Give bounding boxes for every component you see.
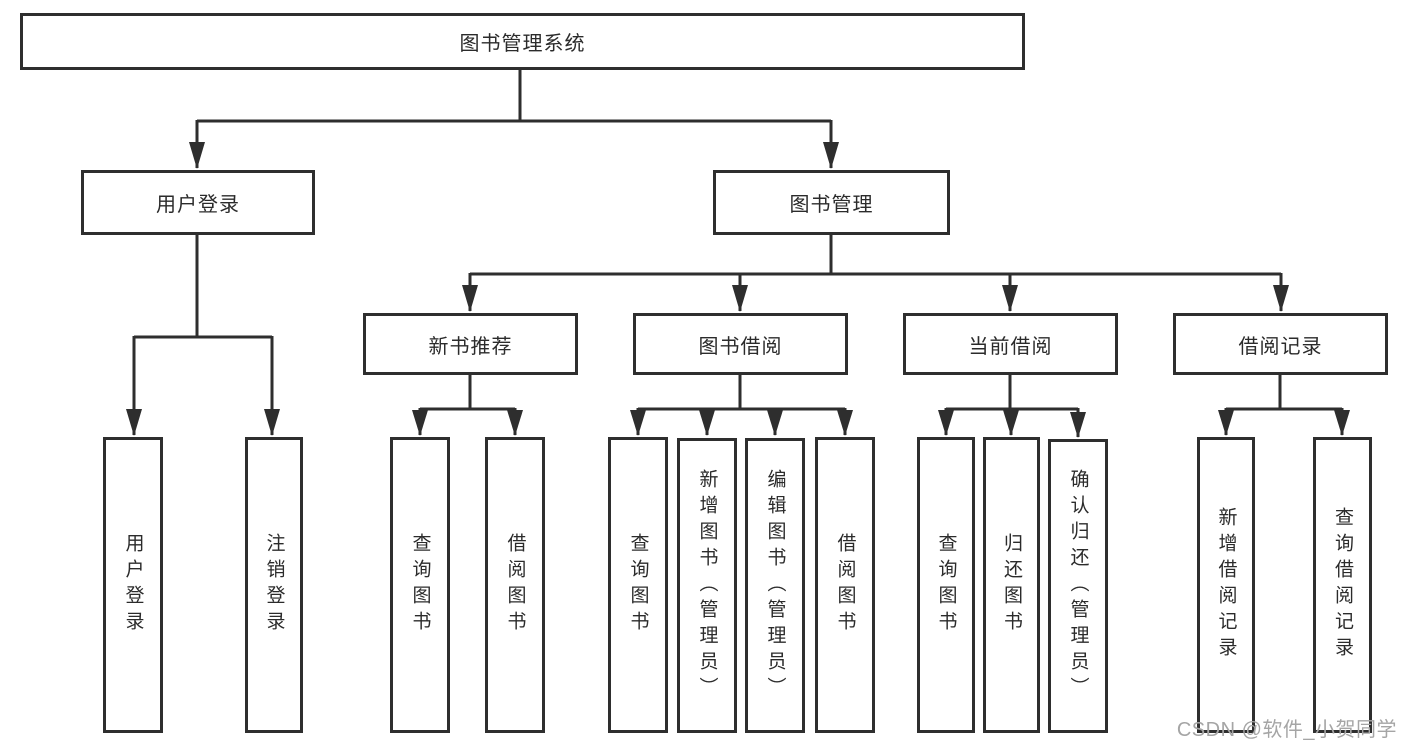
node-borrow-records-label: 借阅记录 [1238,335,1323,358]
node-borrow-records: 借阅记录 [1173,313,1388,375]
leaf-borrow-add-books-admin-label: 新增图书（管理员） [696,468,718,703]
leaf-logout-login: 注销登录 [245,437,303,733]
leaf-borrow-query-books-label: 查询图书 [627,533,649,637]
node-new-book-recommend: 新书推荐 [363,313,578,375]
leaf-current-confirm-return-admin-label: 确认归还（管理员） [1067,469,1089,703]
leaf-user-login: 用户登录 [103,437,163,733]
arrowheads [126,142,1350,438]
leaf-borrow-query-books: 查询图书 [608,437,668,733]
node-book-borrow-label: 图书借阅 [698,335,783,358]
node-user-login-label: 用户登录 [156,194,240,216]
node-user-login: 用户登录 [81,170,315,235]
leaf-borrow-borrow-books-label: 借阅图书 [834,533,856,637]
leaf-records-query-record: 查询借阅记录 [1313,437,1372,733]
leaf-records-add-record-label: 新增借阅记录 [1215,507,1237,663]
leaf-records-add-record: 新增借阅记录 [1197,437,1255,733]
leaf-user-login-label: 用户登录 [122,533,144,637]
leaf-current-confirm-return-admin: 确认归还（管理员） [1048,439,1108,733]
leaf-current-return-books: 归还图书 [983,437,1040,733]
leaf-newbook-borrow-books: 借阅图书 [485,437,545,733]
leaf-borrow-edit-books-admin: 编辑图书（管理员） [745,438,805,733]
csdn-watermark: CSDN @软件_小贺同学 [1176,719,1397,741]
leaf-newbook-borrow-books-label: 借阅图书 [504,533,526,637]
node-book-management: 图书管理 [713,170,950,235]
leaf-newbook-query-books-label: 查询图书 [409,533,431,637]
leaf-current-query-books-label: 查询图书 [935,533,957,637]
node-new-book-recommend-label: 新书推荐 [428,335,513,358]
leaf-logout-login-label: 注销登录 [263,533,285,637]
leaf-records-query-record-label: 查询借阅记录 [1332,507,1353,663]
leaf-current-return-books-label: 归还图书 [1001,533,1022,637]
node-book-borrow: 图书借阅 [633,313,848,375]
leaf-borrow-edit-books-admin-label: 编辑图书（管理员） [764,468,786,703]
node-current-borrow-label: 当前借阅 [968,335,1053,358]
leaf-borrow-borrow-books: 借阅图书 [815,437,875,733]
leaf-borrow-add-books-admin: 新增图书（管理员） [677,438,737,733]
node-root-label: 图书管理系统 [459,33,586,55]
node-root: 图书管理系统 [20,13,1025,70]
node-book-management-label: 图书管理 [789,194,874,216]
leaf-current-query-books: 查询图书 [917,437,975,733]
node-current-borrow: 当前借阅 [903,313,1118,375]
leaf-newbook-query-books: 查询图书 [390,437,450,733]
